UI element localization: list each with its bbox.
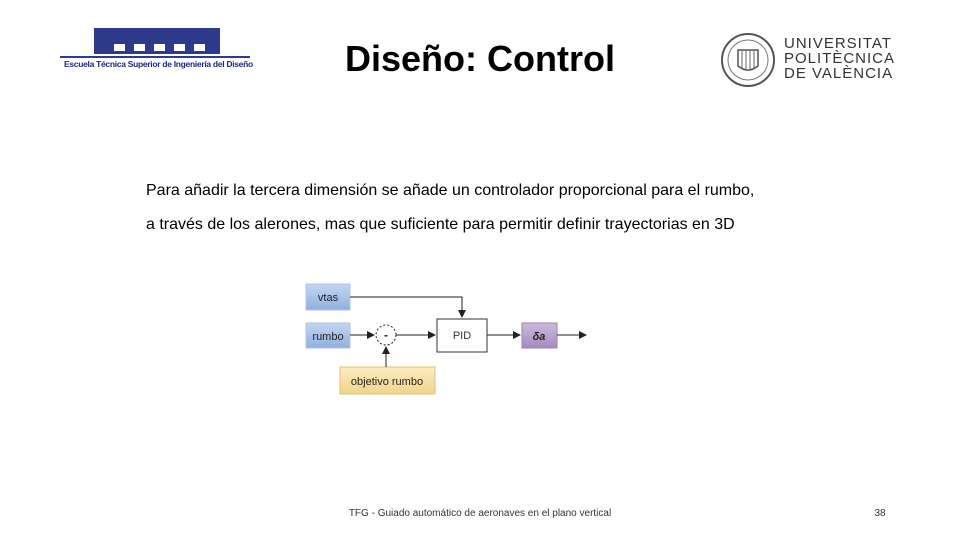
body-line-1: Para añadir la tercera dimensión se añad… [146,182,755,199]
rumbo-block: rumbo [305,322,351,349]
output-label: δa [533,331,546,343]
body-line-2: a través de los alerones, mas que sufici… [146,216,735,233]
school-logo-building [94,28,220,54]
vtas-arrow [350,296,466,318]
rumbo-label: rumbo [312,331,343,343]
pid-block: PID [436,318,488,353]
university-seal-icon [721,33,775,87]
target-label: objetivo rumbo [351,376,423,388]
slide-title: Diseño: Control [345,38,615,79]
body-text: Para añadir la tercera dimensión se añad… [146,174,866,242]
university-name: UNIVERSITAT POLITÈCNICA DE VALÈNCIA [784,35,896,82]
school-name: Escuela Técnica Superior de Ingeniería d… [64,59,253,69]
minus-sign: - [384,328,388,342]
sum-junction: - [375,324,397,346]
output-block: δa [521,322,558,349]
vtas-label: vtas [318,292,339,304]
school-logo: Escuela Técnica Superior de Ingeniería d… [60,26,253,76]
vtas-block: vtas [305,283,351,311]
control-diagram: vtas rumbo - PID δa objetivo rumbo [305,283,587,395]
pid-label: PID [453,330,471,342]
university-logo: UNIVERSITAT POLITÈCNICA DE VALÈNCIA [720,32,900,87]
target-block: objetivo rumbo [339,366,436,395]
page-number: 38 [874,508,886,519]
footer-caption: TFG - Guiado automático de aeronaves en … [348,508,612,519]
